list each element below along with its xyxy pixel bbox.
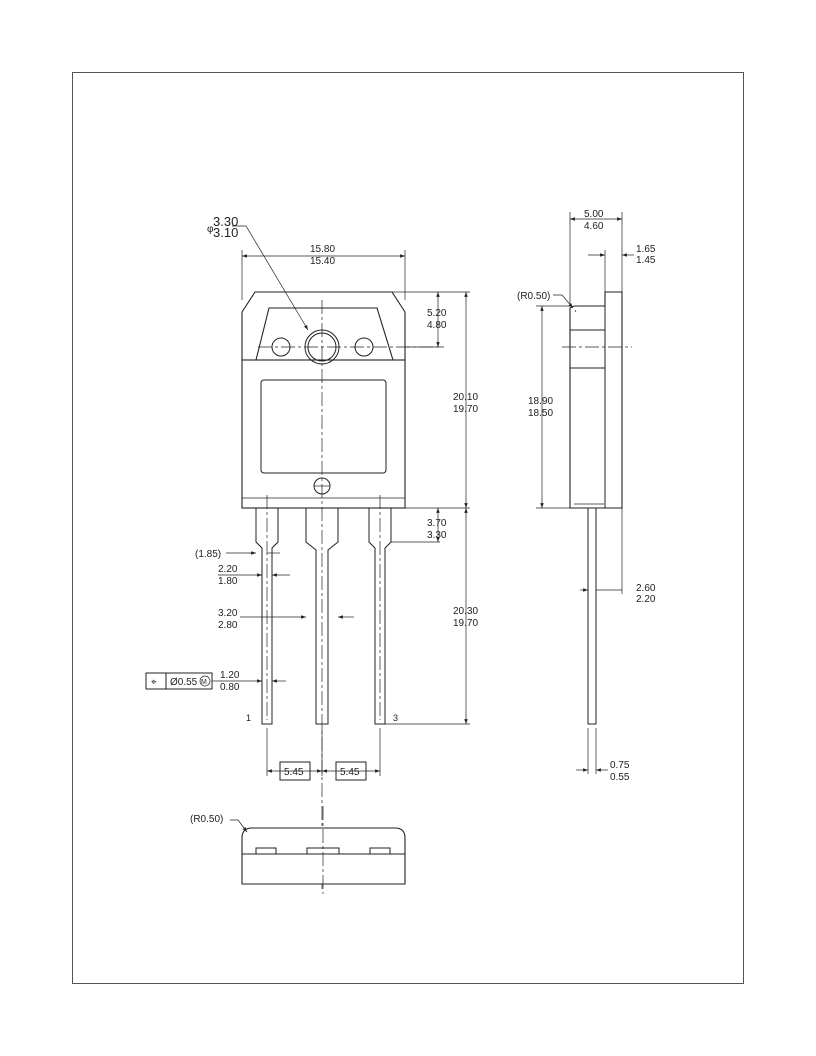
lower-lead-width-max: 1.20 — [220, 670, 240, 681]
front-body-window — [260, 379, 387, 474]
lead-offset-reference: (1.85) — [195, 549, 221, 560]
lower-lead-width-min: 0.80 — [220, 682, 240, 693]
lead-length-max: 20.30 — [453, 606, 478, 617]
hole-diameter-min: 3.10 — [213, 225, 238, 240]
body-width-max: 15.80 — [310, 244, 335, 255]
upper-lead-width-max: 2.20 — [218, 564, 238, 575]
body-height-min: 19.70 — [453, 404, 478, 415]
tab-height-min: 4.80 — [427, 320, 447, 331]
lead-2 — [305, 508, 339, 725]
bottom-lead-stub-1 — [255, 847, 277, 855]
pitch-left-value: 5.45 — [284, 767, 304, 778]
lead-thickness-min: 0.55 — [610, 772, 630, 783]
bottom-corner-radius: (R0.50) — [190, 814, 223, 825]
tab-thickness-max: 1.65 — [636, 244, 656, 255]
max-material-modifier: M — [201, 679, 207, 686]
pin-1-label: 1 — [246, 713, 251, 723]
side-body-outline — [569, 291, 623, 509]
lead-shoulder-min: 3.30 — [427, 530, 447, 541]
body-width-min: 15.40 — [310, 256, 335, 267]
lead-1 — [255, 508, 279, 725]
lead-length-min: 19.70 — [453, 618, 478, 629]
hole-diameter-max: 3.30 — [213, 214, 238, 229]
position-symbol: ⌖ — [151, 677, 157, 688]
front-tab-outline — [241, 291, 406, 361]
leads — [255, 495, 392, 725]
drawing-frame — [72, 72, 744, 984]
body-height-max: 20.10 — [453, 392, 478, 403]
side-corner-radius: (R0.50) — [517, 291, 550, 302]
side-lead — [587, 508, 597, 725]
front-view: φ 3.30 3.10 15.80 15.40 5.20 4.80 20.10 … — [145, 214, 478, 892]
position-tolerance-value: Ø0.55 — [170, 677, 198, 688]
side-thickness-min: 4.60 — [584, 221, 604, 232]
position-tolerance-frame: ⌖ Ø0.55 M — [145, 672, 213, 690]
body-length-max: 18.90 — [528, 396, 553, 407]
lead-thickness-max: 0.75 — [610, 760, 630, 771]
side-view: 5.00 4.60 1.65 1.45 (R0.50) 18.90 18.50 … — [517, 209, 656, 783]
center-lead-width-max: 3.20 — [218, 608, 238, 619]
body-length-min: 18.50 — [528, 408, 553, 419]
upper-lead-width-min: 1.80 — [218, 576, 238, 587]
bottom-view: (R0.50) — [190, 806, 406, 894]
lead-offset-max: 2.60 — [636, 583, 656, 594]
bottom-lead-stub-3 — [369, 847, 391, 855]
pitch-right-value: 5.45 — [340, 767, 360, 778]
lead-shoulder-max: 3.70 — [427, 518, 447, 529]
pin-3-label: 3 — [393, 713, 398, 723]
bottom-body-outline — [241, 827, 406, 885]
lead-3 — [368, 508, 392, 725]
center-lead-width-min: 2.80 — [218, 620, 238, 631]
tab-thickness-min: 1.45 — [636, 255, 656, 266]
lead-offset-min: 2.20 — [636, 594, 656, 605]
side-thickness-max: 5.00 — [584, 209, 604, 220]
hole-diameter-symbol: φ — [207, 224, 214, 235]
tab-height-max: 5.20 — [427, 308, 447, 319]
